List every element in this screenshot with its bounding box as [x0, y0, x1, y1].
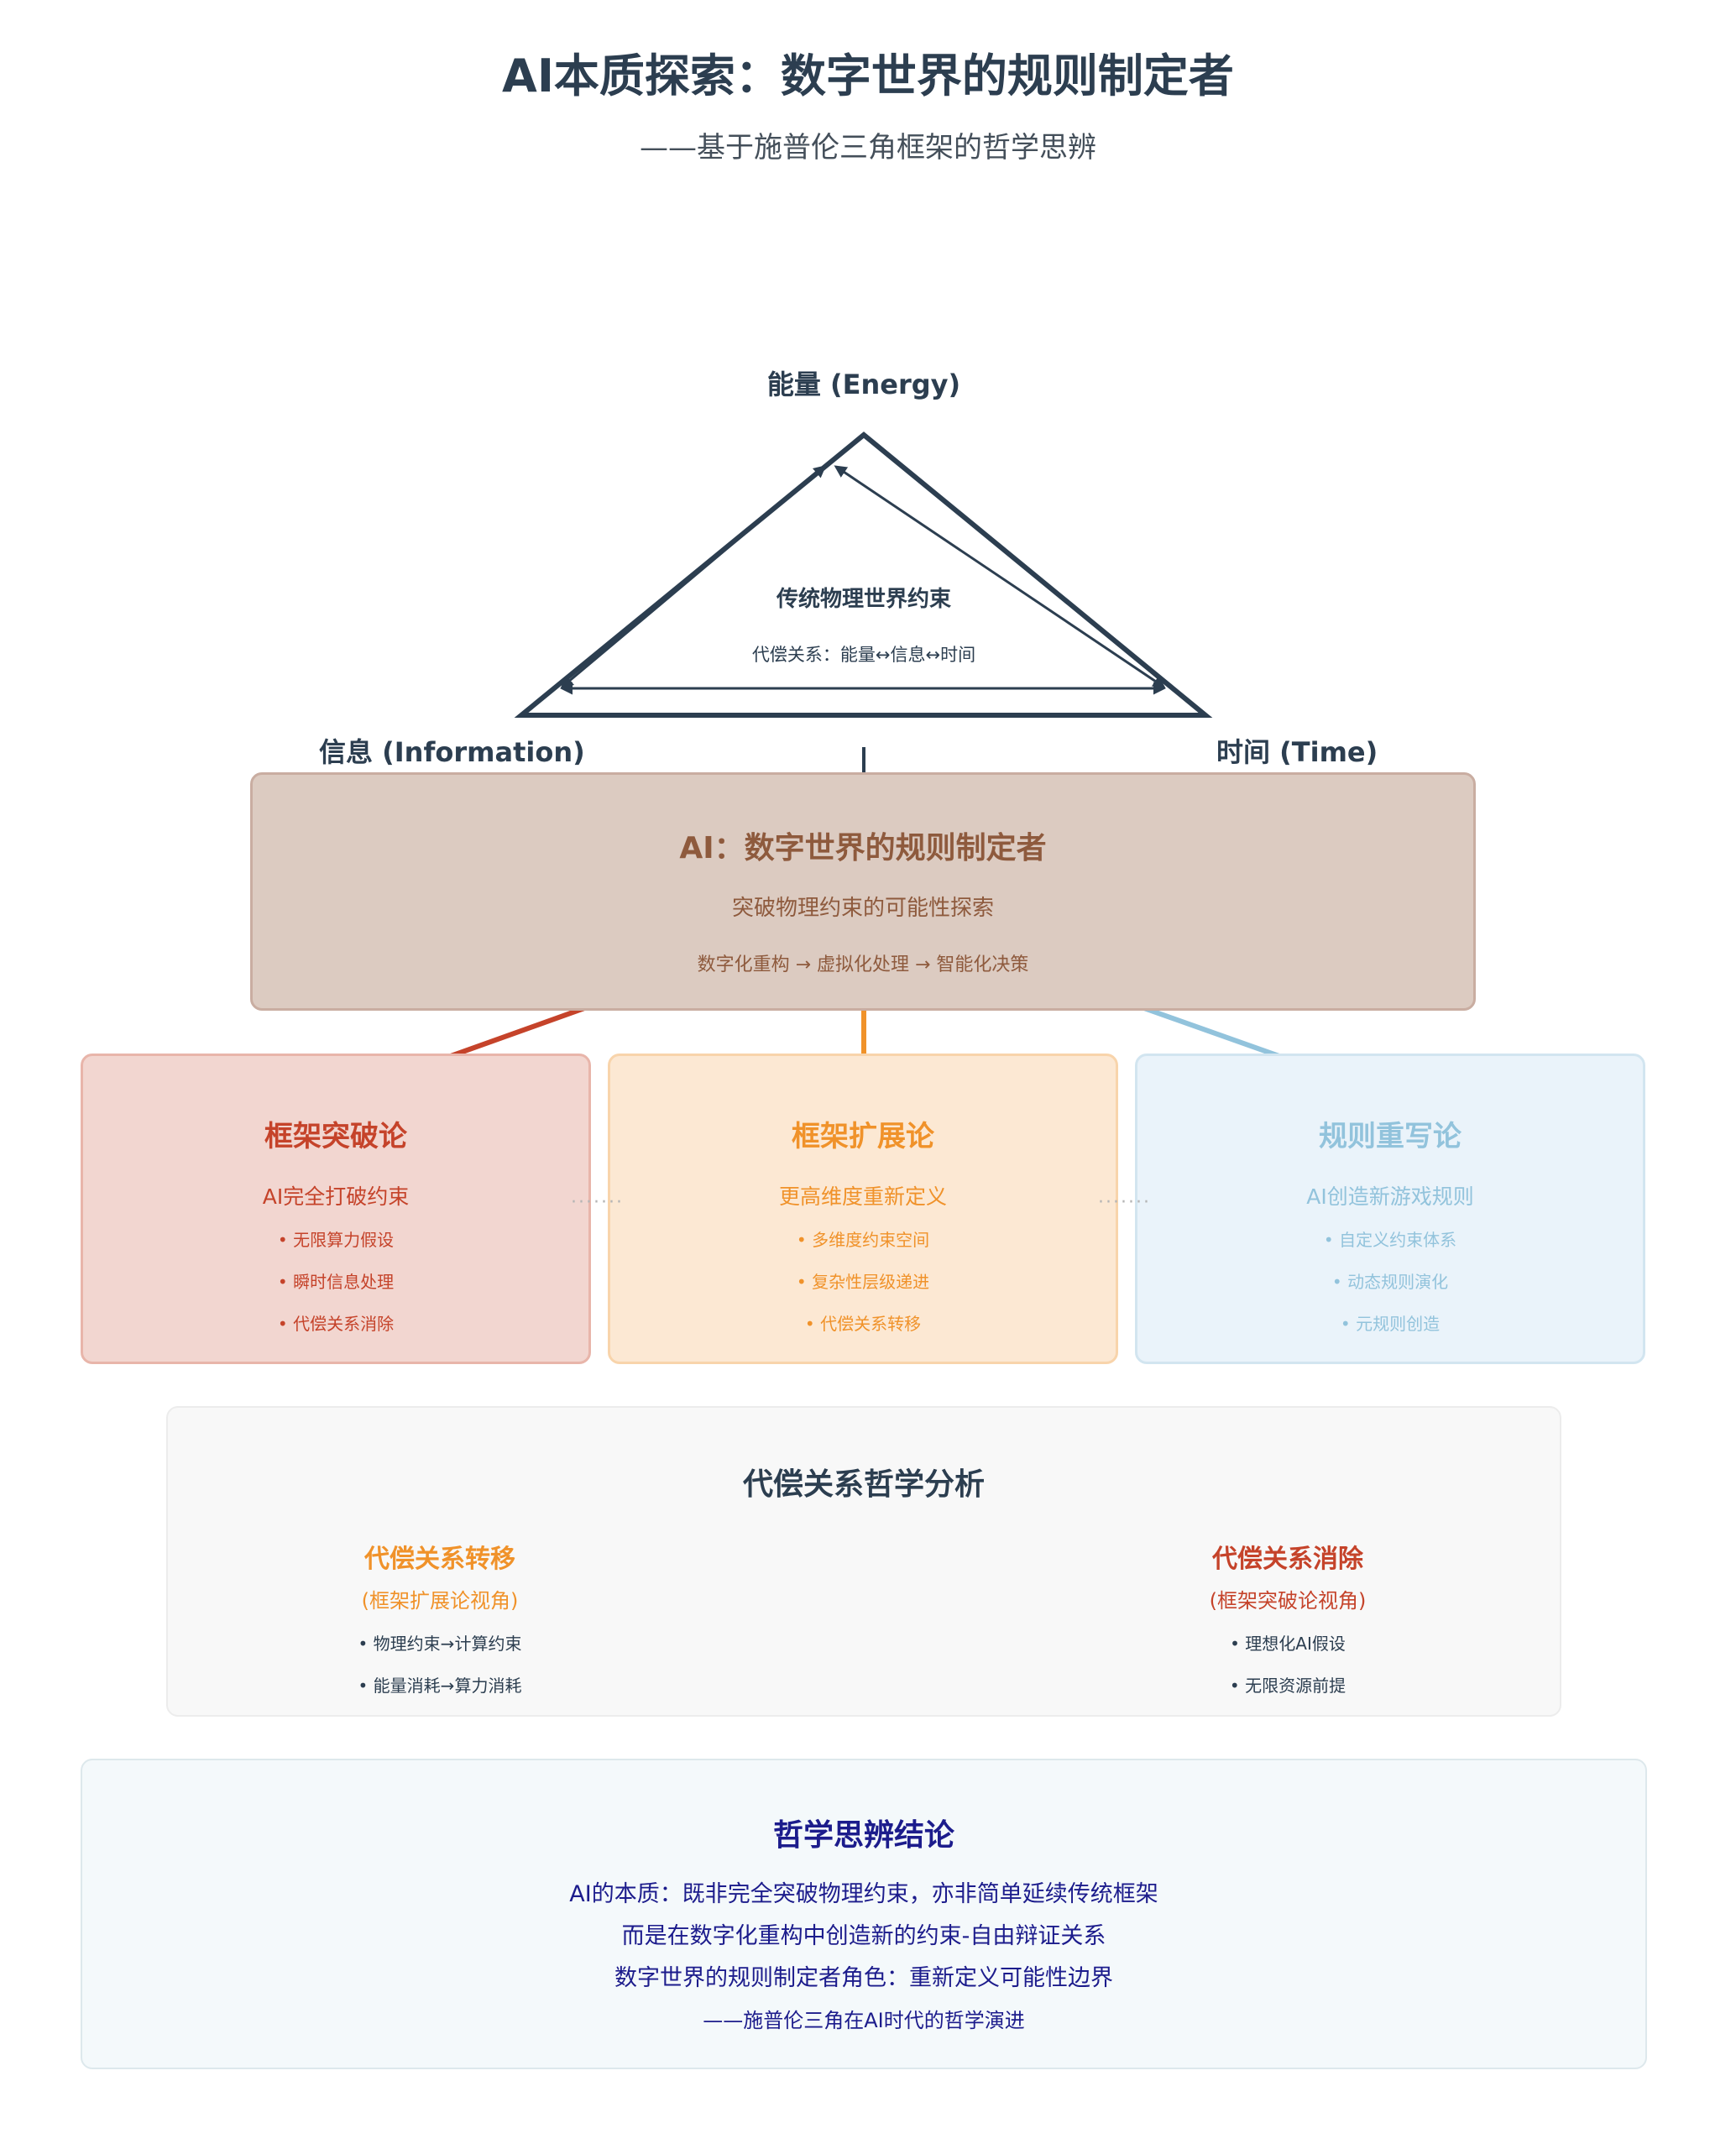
conclusion-line: 而是在数字化重构中创造新的约束-自由辩证关系 — [621, 1923, 1106, 1949]
analysis-left-item: • 能量消耗→算力消耗 — [358, 1676, 522, 1696]
theory-item: • 元规则创造 — [1340, 1314, 1441, 1334]
theory-item: • 动态规则演化 — [1331, 1272, 1449, 1292]
conclusion-line: AI的本质：既非完全突破物理约束，亦非简单延续传统框架 — [569, 1881, 1158, 1907]
analysis-left-item: • 物理约束→计算约束 — [358, 1634, 522, 1654]
triangle-inner-title: 传统物理世界约束 — [776, 587, 951, 612]
theory-item: • 无限算力假设 — [277, 1230, 395, 1250]
arrow-time-to-energy — [834, 465, 1166, 688]
analysis-left-column: 代偿关系转移 (框架扩展论视角) • 物理约束→计算约束 • 能量消耗→算力消耗 — [188, 1408, 692, 1715]
connector-dots-right: ······· — [1098, 1192, 1151, 1213]
theory-subtitle: AI创造新游戏规则 — [1306, 1184, 1474, 1209]
analysis-right-item: • 无限资源前提 — [1229, 1676, 1346, 1696]
conclusion-panel: 哲学思辨结论 AI的本质：既非完全突破物理约束，亦非简单延续传统框架 而是在数字… — [81, 1759, 1647, 2069]
conclusion-line: 数字世界的规则制定者角色：重新定义可能性边界 — [614, 1965, 1113, 1991]
theory-subtitle: 更高维度重新定义 — [778, 1184, 947, 1209]
information-label: 信息 (Information) — [319, 736, 585, 768]
conclusion-title: 哲学思辨结论 — [772, 1818, 954, 1853]
theory-title: 规则重写论 — [1319, 1120, 1461, 1153]
theory-item: • 自定义约束体系 — [1323, 1230, 1457, 1250]
theory-extension-card: 框架扩展论 更高维度重新定义 • 多维度约束空间 • 复杂性层级递进 • 代偿关… — [608, 1054, 1118, 1364]
analysis-left-subtitle: (框架扩展论视角) — [361, 1589, 519, 1613]
theory-item: • 复杂性层级递进 — [796, 1272, 930, 1292]
theory-item: • 代偿关系消除 — [277, 1314, 395, 1334]
theory-item: • 瞬时信息处理 — [277, 1272, 395, 1292]
theory-title: 框架突破论 — [264, 1120, 407, 1153]
energy-label: 能量 (Energy) — [766, 369, 961, 400]
page-subtitle: ——基于施普伦三角框架的哲学思辨 — [640, 131, 1096, 165]
ai-rule-maker-box: AI：数字世界的规则制定者 突破物理约束的可能性探索 数字化重构 → 虚拟化处理… — [250, 772, 1476, 1011]
constraint-triangle — [514, 431, 1213, 718]
connector-dots-left: ······· — [571, 1192, 624, 1213]
ai-box-flow: 数字化重构 → 虚拟化处理 → 智能化决策 — [697, 954, 1029, 975]
analysis-right-title: 代偿关系消除 — [1212, 1545, 1363, 1574]
analysis-right-item: • 理想化AI假设 — [1230, 1634, 1346, 1654]
compensation-analysis-panel: 代偿关系哲学分析 代偿关系转移 (框架扩展论视角) • 物理约束→计算约束 • … — [166, 1406, 1561, 1717]
arrow-info-to-energy — [560, 465, 827, 688]
theory-item: • 代偿关系转移 — [804, 1314, 922, 1334]
theory-rewrite-card: 规则重写论 AI创造新游戏规则 • 自定义约束体系 • 动态规则演化 • 元规则… — [1135, 1054, 1645, 1364]
theory-subtitle: AI完全打破约束 — [262, 1184, 410, 1209]
analysis-title: 代偿关系哲学分析 — [742, 1467, 985, 1502]
ai-box-title: AI：数字世界的规则制定者 — [679, 831, 1047, 865]
time-label: 时间 (Time) — [1216, 736, 1378, 768]
theory-item: • 多维度约束空间 — [796, 1230, 930, 1250]
page-title: AI本质探索：数字世界的规则制定者 — [502, 50, 1234, 102]
analysis-right-subtitle: (框架突破论视角) — [1209, 1589, 1367, 1613]
ai-box-subtitle: 突破物理约束的可能性探索 — [731, 896, 994, 921]
theory-breakthrough-card: 框架突破论 AI完全打破约束 • 无限算力假设 • 瞬时信息处理 • 代偿关系消… — [81, 1054, 591, 1364]
conclusion-signature: ——施普伦三角在AI时代的哲学演进 — [703, 2009, 1025, 2032]
triangle-inner-sub: 代偿关系：能量↔信息↔时间 — [751, 645, 976, 665]
analysis-right-column: 代偿关系消除 (框架突破论视角) • 理想化AI假设 • 无限资源前提 — [1036, 1408, 1540, 1715]
analysis-left-title: 代偿关系转移 — [364, 1545, 515, 1574]
theory-title: 框架扩展论 — [792, 1120, 934, 1153]
